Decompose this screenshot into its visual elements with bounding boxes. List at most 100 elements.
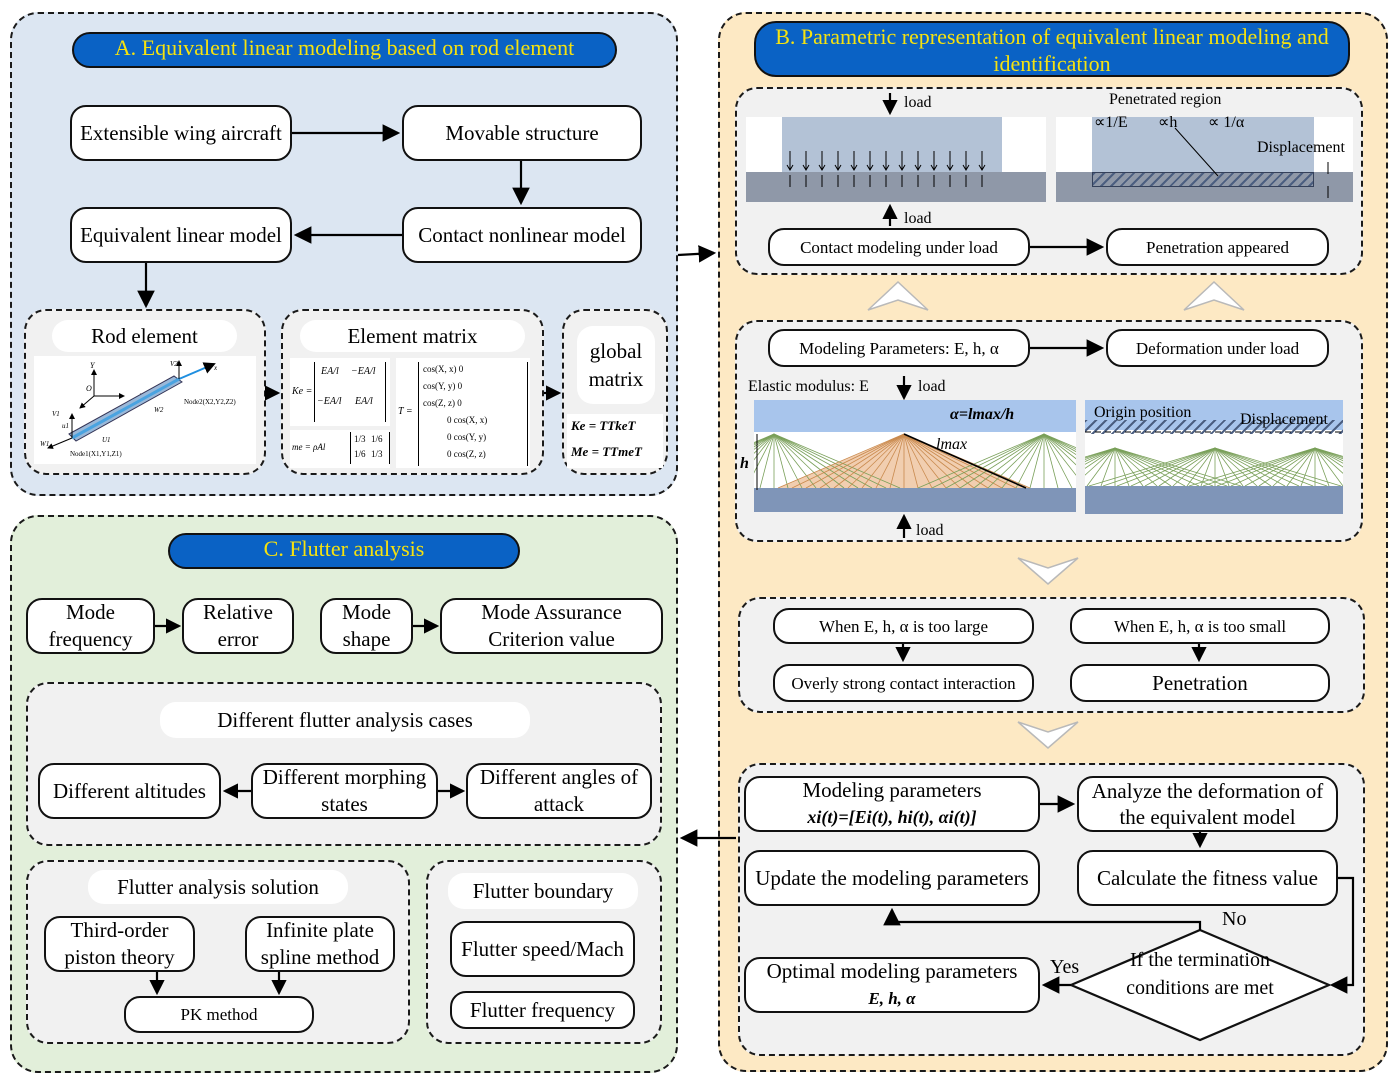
bottom-plate-right: [1085, 486, 1343, 514]
panel-c-title: C. Flutter analysis: [168, 533, 520, 569]
k21: −EA/l: [317, 396, 342, 407]
no-label: No: [1222, 908, 1247, 930]
different-morphing-box: Different morphing states: [251, 763, 438, 819]
mesh-figure-right: [1085, 400, 1343, 514]
spline-method-box: Infinite plate spline method: [245, 916, 395, 972]
svg-text:W2: W2: [154, 406, 164, 414]
penetrated-region-label: Penetrated region: [1109, 91, 1222, 108]
penetration-appeared-box: Penetration appeared: [1106, 228, 1329, 266]
rod-centerline: [71, 377, 180, 440]
panel-b-title: B. Parametric representation of equivale…: [754, 21, 1350, 77]
different-angles-box: Different angles of attack: [466, 763, 652, 819]
flutter-boundary-title: Flutter boundary: [448, 873, 638, 909]
displacement-label-mid: Displacement: [1240, 411, 1328, 428]
stiffness-matrix: Ke = EA/l −EA/l −EA/l EA/l: [290, 358, 390, 426]
svg-text:W1: W1: [40, 440, 49, 448]
k-label: Ke =: [292, 386, 313, 397]
analyze-deformation-box: Analyze the deformation of the equivalen…: [1077, 776, 1338, 832]
k-matrix-body: EA/l −EA/l −EA/l EA/l: [314, 362, 386, 422]
alpha-equation: α=lmax/h: [950, 406, 1015, 423]
m-matrix-body: 1/3 1/6 1/6 1/3: [350, 432, 390, 464]
deformation-under-load-box: Deformation under load: [1106, 329, 1329, 367]
bottom-plate-left: [754, 488, 1076, 512]
svg-text:Node1(X1,Y1,Z1): Node1(X1,Y1,Z1): [70, 450, 122, 458]
fitness-value-box: Calculate the fitness value: [1077, 850, 1338, 906]
optimal-parameters-box: Optimal modeling parameters E, h, α: [744, 957, 1040, 1013]
panel-a-title: A. Equivalent linear modeling based on r…: [72, 32, 617, 68]
svg-text:V1: V1: [52, 410, 60, 418]
update-parameters-box: Update the modeling parameters: [744, 850, 1040, 906]
element-matrix-title: Element matrix: [300, 320, 525, 352]
penetrated-region-hatch: [1092, 172, 1314, 187]
svg-text:Node2(X2,Y2,Z2): Node2(X2,Y2,Z2): [184, 398, 236, 406]
rod-element-title: Rod element: [52, 320, 237, 352]
modeling-parameters-xi-box: Modeling parameters xi(t)=[Ei(t), hi(t),…: [744, 776, 1040, 832]
t-label: T =: [398, 406, 413, 417]
top-plate-left: [754, 400, 1076, 432]
movable-structure-box: Movable structure: [402, 105, 642, 161]
upper-body: [782, 117, 1002, 172]
extensible-wing-aircraft-box: Extensible wing aircraft: [70, 105, 292, 161]
mac-box: Mode Assurance Criterion value: [440, 598, 663, 654]
elastic-modulus-label: Elastic modulus: E: [748, 378, 869, 395]
pk-method-box: PK method: [124, 996, 314, 1033]
prop-e-label: ∝1/E: [1094, 114, 1128, 131]
h-label: h: [740, 455, 749, 472]
flutter-cases-title: Different flutter analysis cases: [160, 702, 530, 738]
overly-strong-box: Overly strong contact interaction: [773, 664, 1034, 702]
load-label-b2-top: load: [918, 378, 946, 395]
global-matrix-title: global matrix: [577, 326, 655, 404]
displacement-hatch: [1085, 420, 1343, 434]
origin-position-label: Origin position: [1094, 404, 1192, 421]
load-top-label: load: [904, 94, 932, 111]
flutter-frequency-box: Flutter frequency: [450, 991, 635, 1029]
svg-text:U1: U1: [102, 436, 111, 444]
mass-matrix: me = ρAl 1/3 1/6 1/6 1/3: [290, 430, 390, 468]
rod-element-figure: Y X O x V1 W1 V2 W2 u1 U1 Node1(X1,Y1,Z1…: [34, 356, 256, 464]
optimal-title: Optimal modeling parameters: [766, 959, 1018, 983]
load-bottom-label: load: [904, 210, 932, 227]
svg-text:u1: u1: [62, 422, 69, 430]
t-matrix-body: cos(X, x) 0 cos(Y, y) 0 cos(Z, z) 0 0 co…: [418, 362, 528, 466]
mp-formula: xi(t)=[Ei(t), hi(t), αi(t)]: [807, 807, 977, 827]
modeling-parameters-box: Modeling Parameters: E, h, α: [768, 329, 1030, 367]
global-matrix-formulas: Ke = TTkeT Me = TTmeT: [567, 414, 663, 468]
m-global: Me = TTmeT: [571, 444, 642, 459]
mode-frequency-box: Mode frequency: [26, 598, 155, 654]
prop-alpha-label: ∝ 1/α: [1208, 114, 1245, 131]
mp-title: Modeling parameters: [802, 778, 982, 802]
transform-matrix: T = cos(X, x) 0 cos(Y, y) 0 cos(Z, z) 0 …: [396, 358, 530, 468]
lower-body: [746, 172, 1046, 202]
mesh-figure-left: [754, 400, 1076, 512]
relative-error-box: Relative error: [182, 598, 294, 654]
contact-spring-mesh-left: [754, 433, 1076, 489]
lmax-label: lmax: [936, 436, 968, 453]
z-axis-arrow: [79, 395, 95, 409]
contact-nonlinear-model-box: Contact nonlinear model: [402, 207, 642, 263]
mode-shape-box: Mode shape: [320, 598, 413, 654]
prop-h-label: ∝h: [1158, 114, 1178, 131]
optimal-vars: E, h, α: [868, 989, 916, 1008]
piston-theory-box: Third-order piston theory: [44, 916, 195, 972]
k12: −EA/l: [351, 366, 376, 377]
contact-modeling-box: Contact modeling under load: [768, 228, 1030, 266]
svg-text:O: O: [86, 384, 92, 393]
contact-force-arrows: [786, 151, 986, 187]
svg-text:V2: V2: [170, 360, 178, 368]
penetration-box: Penetration: [1070, 664, 1330, 702]
displacement-label-top: Displacement: [1257, 139, 1345, 156]
flutter-solution-title: Flutter analysis solution: [88, 870, 348, 904]
k11: EA/l: [321, 366, 339, 377]
k22: EA/l: [355, 396, 373, 407]
svg-text:Y: Y: [90, 361, 96, 370]
load-label-b2-bottom: load: [916, 522, 944, 539]
equivalent-linear-model-box: Equivalent linear model: [70, 207, 292, 263]
yes-label: Yes: [1050, 956, 1080, 978]
contact-spring-mesh-right: [1085, 447, 1343, 487]
flutter-speed-box: Flutter speed/Mach: [450, 921, 635, 977]
k-global: Ke = TTkeT: [571, 418, 636, 433]
m-label: me = ρAl: [292, 442, 326, 452]
termination-condition-text: If the termination conditions are met: [1126, 949, 1274, 999]
too-small-box: When E, h, α is too small: [1070, 608, 1330, 644]
too-large-box: When E, h, α is too large: [773, 608, 1034, 644]
